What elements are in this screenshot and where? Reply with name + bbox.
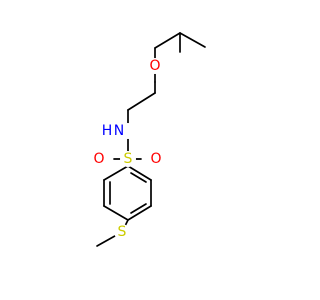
bond-ch3a-ch (179, 32, 206, 48)
atom-s-thioether: S (114, 224, 130, 240)
bond-c2-c3 (127, 92, 156, 111)
atom-label-o: O (149, 58, 160, 74)
atom-nh: H N (102, 123, 136, 139)
bond-ring-6 (103, 165, 129, 181)
atom-label-s-thio: S (118, 224, 127, 240)
atom-o-ether: O (147, 58, 163, 74)
atom-o-sulfonyl-left: O (91, 151, 107, 167)
atom-label-n: N (114, 123, 124, 139)
bond-ring-inner-2 (130, 203, 147, 214)
atom-label-s: S (124, 151, 133, 167)
bond-ring-4 (103, 205, 129, 221)
bond-ring-1 (127, 165, 152, 181)
atom-label-o-right: O (150, 151, 161, 167)
bond-ring-3 (127, 205, 152, 221)
atom-o-sulfonyl-right: O (148, 151, 164, 167)
atom-label-o-left: O (93, 151, 104, 167)
atom-label-h: H (102, 123, 113, 139)
bond-ch-o (154, 32, 181, 49)
bond-ring-inner-1 (130, 172, 147, 183)
molecule-structure: O H N S O O S (91, 32, 206, 247)
atom-s-sulfonyl: S (120, 151, 136, 167)
